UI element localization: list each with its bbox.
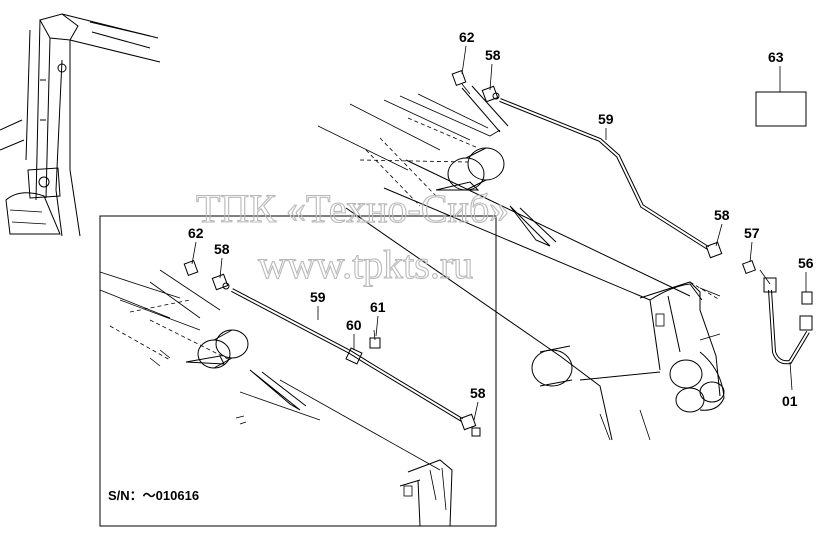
callout-58-inset-top: 58 bbox=[214, 241, 230, 257]
watermark-url: www.tpkts.ru bbox=[258, 242, 473, 287]
inset-frame bbox=[99, 215, 497, 527]
inset-panel bbox=[99, 215, 497, 527]
callout-63: 63 bbox=[768, 49, 784, 65]
callout-01: 01 bbox=[782, 393, 798, 409]
part-63-box bbox=[755, 91, 807, 127]
excavator-overview bbox=[0, 13, 161, 237]
callout-62-main: 62 bbox=[459, 29, 475, 45]
watermark-company: ТПК «Техно-Сиб» bbox=[196, 186, 509, 231]
callout-61-inset: 61 bbox=[370, 299, 386, 315]
callout-58-main-top: 58 bbox=[485, 47, 501, 63]
callout-56: 56 bbox=[798, 255, 814, 271]
arm-main-view bbox=[317, 85, 725, 441]
callout-62-inset: 62 bbox=[188, 225, 204, 241]
callout-57: 57 bbox=[744, 225, 760, 241]
part-63-block bbox=[755, 66, 807, 127]
leaders-main bbox=[461, 45, 807, 391]
callout-59-main: 59 bbox=[598, 111, 614, 127]
pipe-59-main bbox=[499, 98, 710, 250]
callout-58-main-right: 58 bbox=[714, 207, 730, 223]
callout-60-inset: 60 bbox=[346, 317, 362, 333]
callout-59-inset: 59 bbox=[310, 289, 326, 305]
callout-58-inset-bottom: 58 bbox=[470, 385, 486, 401]
serial-number-note: S/N：～010616 bbox=[108, 488, 199, 503]
